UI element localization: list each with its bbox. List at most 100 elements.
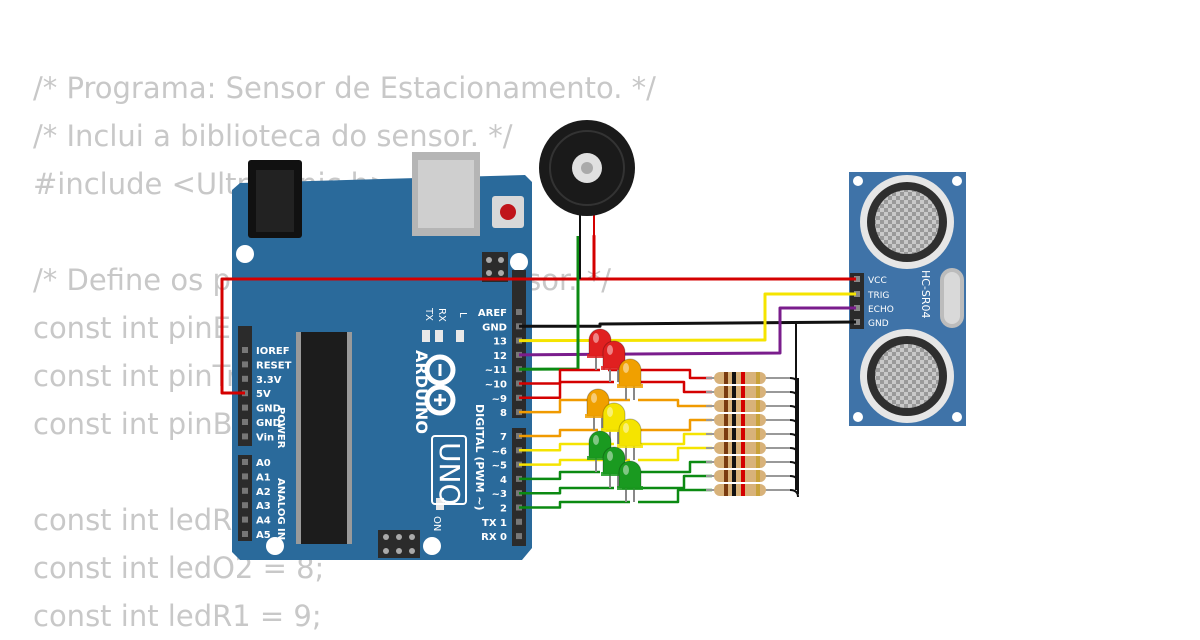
resistor: [706, 470, 799, 484]
code-line: /* Programa: Sensor de Estacionamento. *…: [33, 71, 656, 105]
arduino-board: TX RX L ON ARDUINO UNO IOREFRESET3.3V5VG…: [232, 152, 532, 560]
resistor: [706, 442, 799, 456]
icsp-header-bottom: [378, 530, 420, 558]
header-pin: [516, 309, 522, 315]
pin-label: TX 1: [482, 518, 507, 529]
pin-label: GND: [482, 322, 507, 333]
arduino-brand: ARDUINO: [412, 350, 431, 434]
sensor-pin-header: [850, 273, 864, 329]
wire: [519, 380, 614, 400]
tx-led-label: TX: [423, 307, 434, 321]
wire: [606, 418, 712, 432]
pin-label: A5: [256, 530, 271, 541]
pin-label: IOREF: [256, 346, 290, 357]
header-pin: [242, 347, 248, 353]
piezo-buzzer: [539, 120, 635, 236]
header-pin: [242, 502, 248, 509]
header-pin: [242, 404, 248, 411]
wire: [622, 432, 712, 446]
wire: [519, 368, 600, 385]
resistor: [706, 414, 799, 428]
pin-label: A4: [256, 516, 271, 527]
green-led: [617, 460, 643, 502]
green-led: [601, 446, 627, 488]
wire: [638, 398, 712, 408]
resistor: [706, 400, 799, 414]
resistor: [706, 372, 799, 386]
sensor-pin: [854, 276, 860, 282]
wire: [519, 320, 857, 328]
mounting-hole: [266, 537, 284, 555]
sensor-pin: [854, 319, 860, 325]
orange-led: [617, 358, 643, 400]
sensor-model-label: HC-SR04: [919, 270, 932, 319]
pin-label: RESET: [256, 360, 292, 371]
wire: [638, 488, 712, 504]
resistor: [706, 456, 799, 470]
pin-label: A0: [256, 458, 271, 469]
microcontroller-chip: [296, 332, 352, 544]
mounting-hole: [236, 245, 254, 263]
red-led: [601, 340, 627, 382]
pin-label: 4: [500, 475, 507, 486]
wire: [638, 446, 712, 462]
yellow-led: [617, 418, 643, 460]
header-pin: [516, 518, 522, 525]
l-led-indicator: [456, 330, 464, 342]
wire: [622, 380, 712, 394]
power-header: [238, 326, 252, 446]
pin-label: 8: [500, 408, 507, 419]
code-line: const int ledR1 = 9;: [33, 599, 322, 633]
wire: [220, 234, 856, 395]
wire: [608, 460, 712, 474]
header-pin: [242, 459, 248, 465]
pin-label: 2: [500, 504, 507, 515]
pin-label: GND: [256, 418, 281, 429]
pin-label: A1: [256, 472, 271, 483]
wire: [518, 292, 856, 343]
sensor-pin-label: TRIG: [867, 291, 889, 301]
digital-header-low: [512, 428, 526, 546]
icsp-header-top: [482, 252, 508, 282]
resistor: [706, 386, 799, 400]
pin-label: ~10: [485, 380, 507, 391]
resistor: [706, 428, 799, 442]
rx-led-label: RX: [436, 308, 447, 322]
header-pin: [242, 473, 248, 480]
mounting-hole: [423, 537, 441, 555]
ultrasonic-transducer-icon: [860, 329, 954, 423]
header-pin: [242, 375, 248, 382]
arduino-model: UNO: [433, 442, 466, 505]
sensor-pin-label: ECHO: [868, 305, 894, 315]
header-pin: [242, 531, 248, 537]
wire: [622, 474, 712, 490]
pin-label: 13: [493, 337, 507, 348]
pin-label: A2: [256, 487, 271, 498]
pin-label: Vin: [256, 432, 274, 443]
header-pin: [242, 433, 248, 440]
arduino-logo-icon: [424, 354, 456, 416]
digital-header-label: DIGITAL (PWM ~): [473, 404, 486, 511]
pin-label: 5V: [256, 389, 271, 400]
wire: [519, 500, 630, 509]
code-line: /* Inclui a biblioteca do sensor. */: [33, 119, 513, 153]
uno-badge: [431, 435, 467, 505]
wire: [795, 321, 856, 490]
mounting-hole: [510, 253, 528, 271]
l-led-label: L: [457, 312, 468, 318]
ultrasonic-transducer-icon: [860, 175, 954, 269]
wire: [518, 306, 856, 357]
sensor-pin: [854, 305, 860, 311]
pin-label: ~5: [492, 461, 507, 472]
header-pin: [242, 487, 248, 494]
orange-led: [585, 388, 611, 430]
wire: [519, 442, 614, 452]
wire: [608, 368, 712, 380]
analog-header-label: ANALOG IN: [275, 478, 286, 540]
wire: [519, 470, 600, 481]
sensor-pin: [854, 291, 860, 297]
sensor-pin-label: GND: [868, 319, 889, 329]
pin-label: ~3: [492, 489, 507, 500]
